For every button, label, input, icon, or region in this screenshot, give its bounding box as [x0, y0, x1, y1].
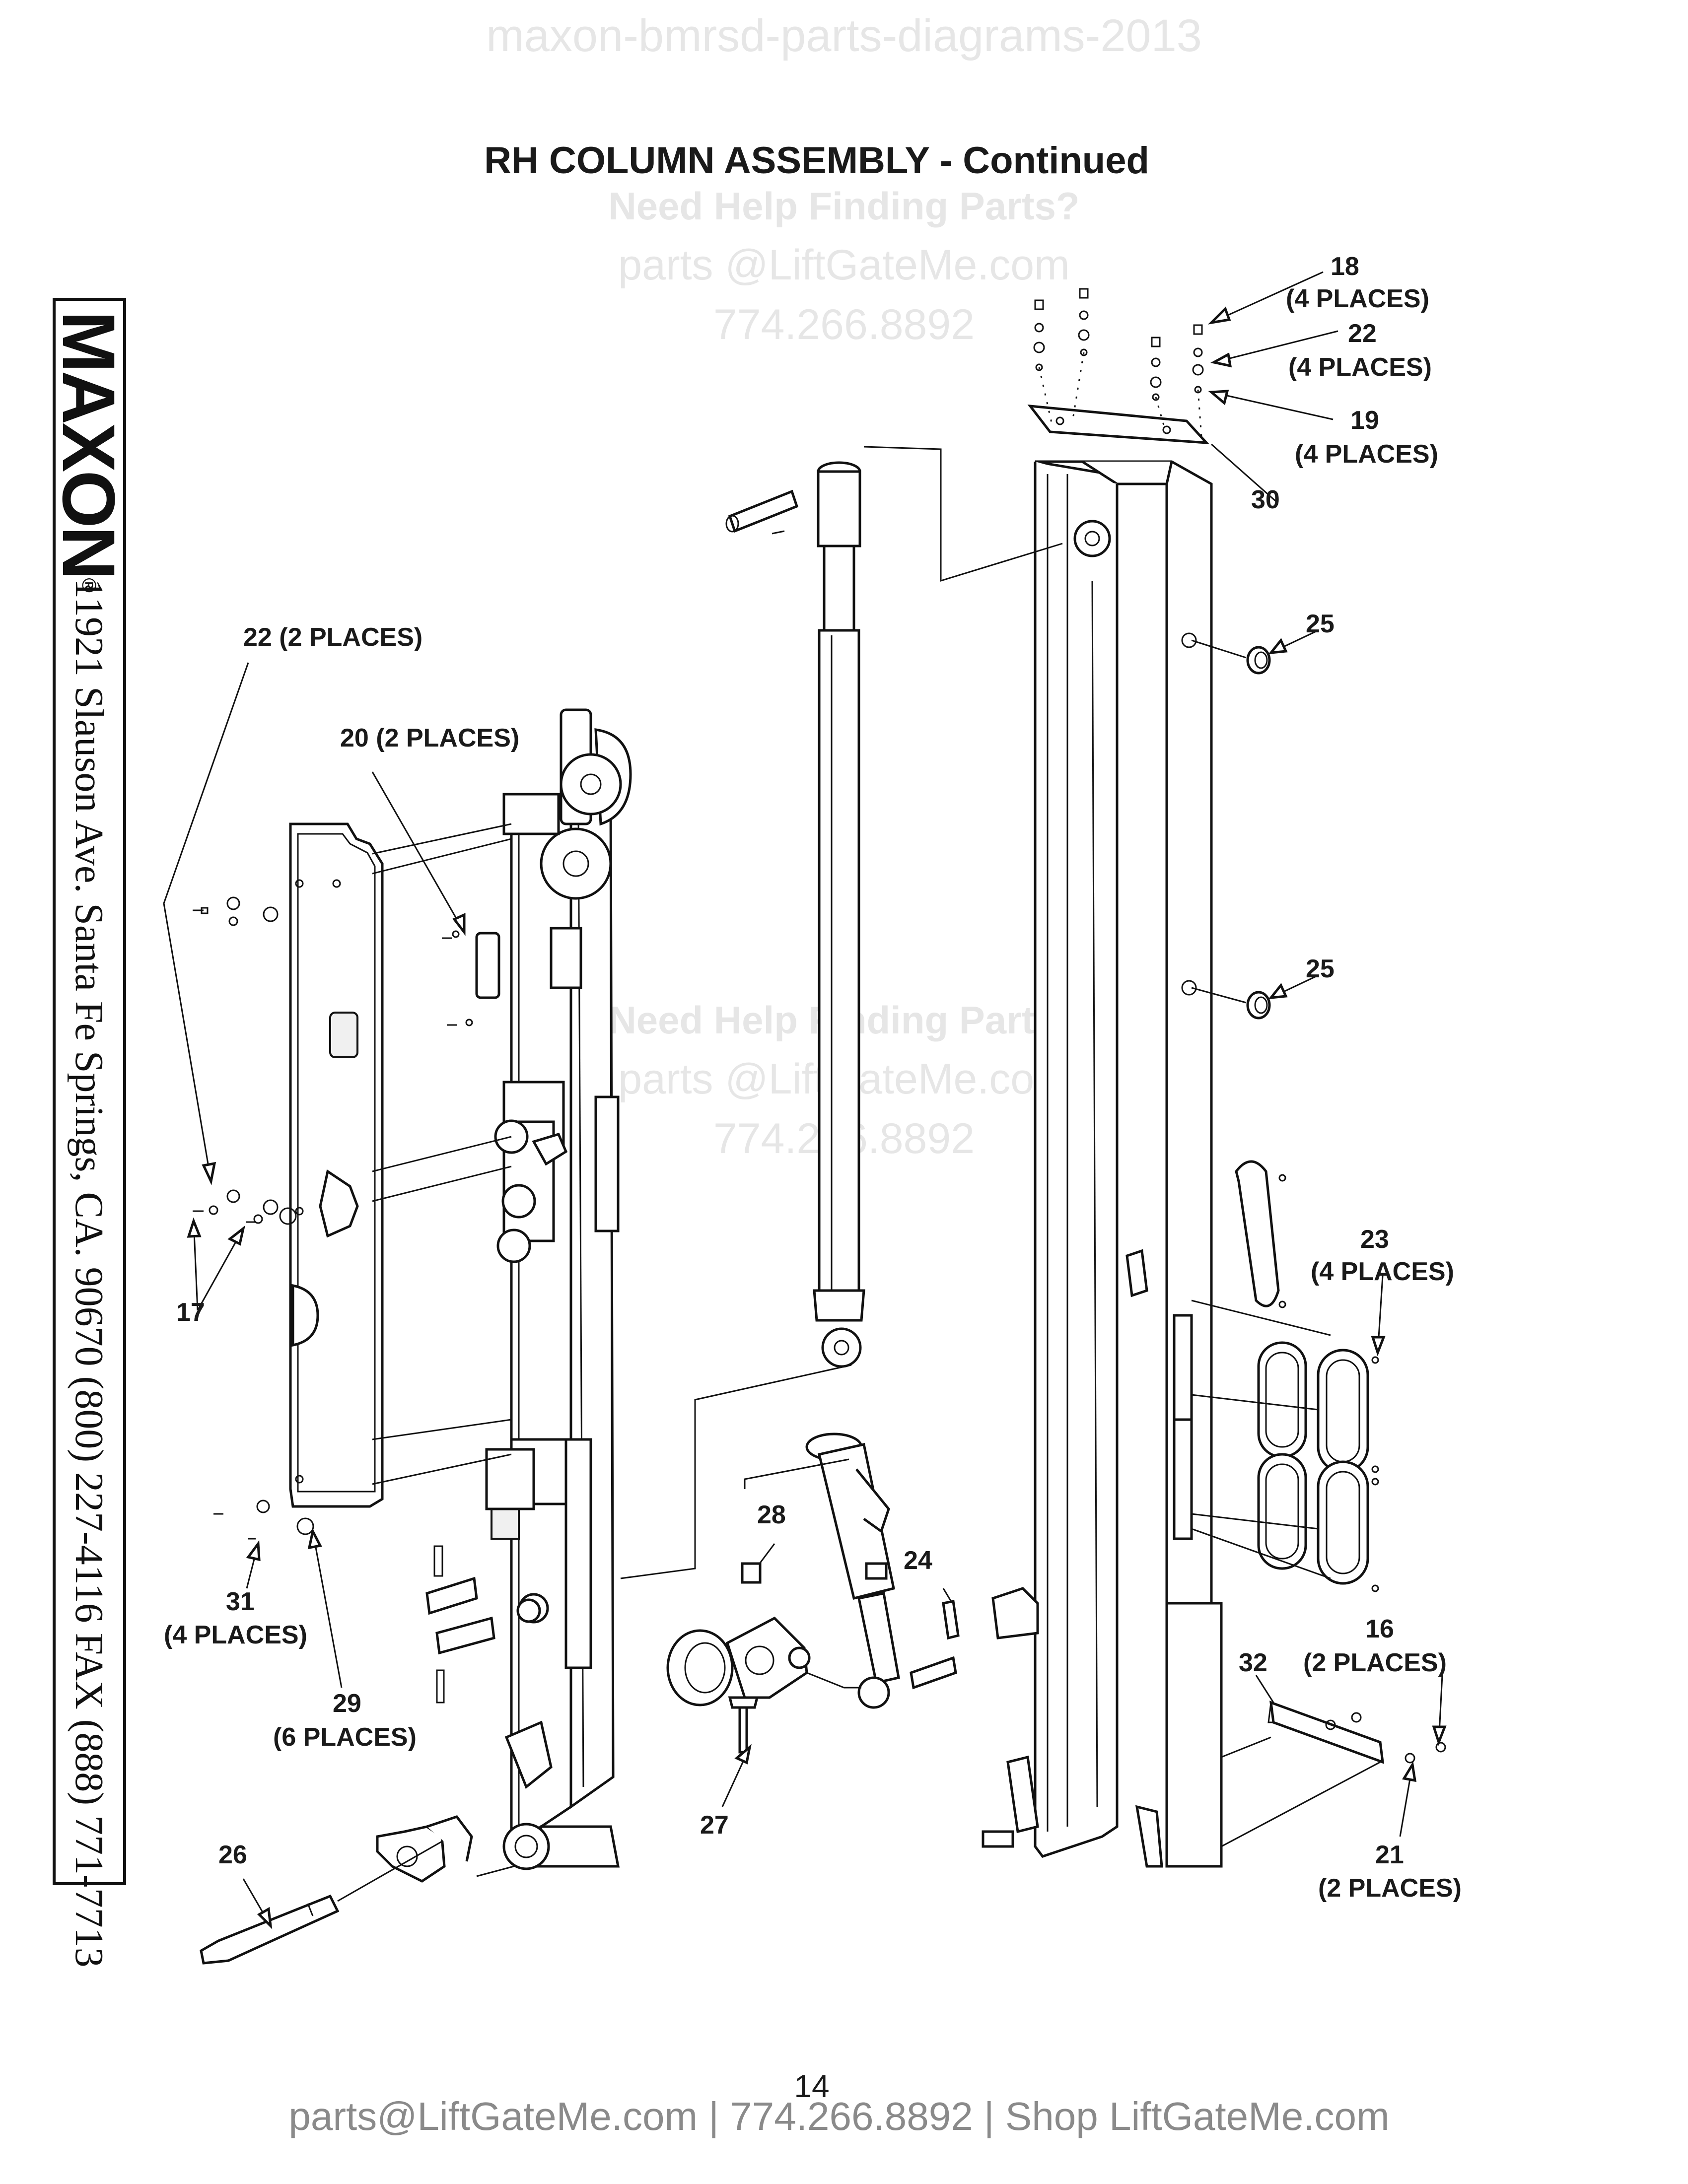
callout-25-upper: 25 — [1306, 610, 1335, 638]
callout-16-qty: (2 PLACES) — [1303, 1648, 1447, 1677]
callout-23: 23 — [1360, 1225, 1389, 1254]
marker-lamps — [1257, 1341, 1379, 1592]
page-title: RH COLUMN ASSEMBLY - Continued — [484, 139, 1149, 182]
callout-22-top: 22 — [1348, 319, 1377, 348]
callout-29: 29 — [333, 1689, 361, 1718]
callout-22-top-qty: (4 PLACES) — [1288, 353, 1432, 382]
callout-25-lower: 25 — [1306, 955, 1335, 983]
callout-17: 17 — [176, 1298, 205, 1327]
side-cover-plate — [289, 822, 384, 1508]
plug-grommets — [1246, 646, 1271, 1020]
mounting-bracket — [376, 1815, 473, 1883]
watermark-phone: 774.266.8892 — [713, 301, 975, 348]
main-column — [982, 460, 1223, 1868]
watermark-source: maxon-bmrsd-parts-diagrams-2013 — [486, 10, 1202, 61]
callout-18-qty: (4 PLACES) — [1286, 284, 1429, 313]
page-number: 14 — [794, 2068, 830, 2104]
callout-20: 20 (2 PLACES) — [340, 724, 520, 752]
callout-21: 21 — [1375, 1841, 1404, 1869]
small-hydraulic-cylinder — [805, 1433, 900, 1709]
main-hydraulic-cylinder — [725, 461, 865, 1368]
callout-28: 28 — [757, 1501, 786, 1529]
angle-bracket — [1267, 1701, 1446, 1764]
callout-16: 16 — [1365, 1615, 1394, 1643]
footer-contact: parts@LiftGateMe.com | 774.266.8892 | Sh… — [288, 2094, 1390, 2138]
callout-29-qty: (6 PLACES) — [273, 1723, 417, 1752]
carriage-pins — [425, 1545, 541, 1704]
callout-19-qty: (4 PLACES) — [1295, 440, 1438, 469]
watermark-email: parts @LiftGateMe.com — [618, 241, 1070, 289]
manufacturer-sidebar: MAXON® 11921 Slauson Ave. Santa Fe Sprin… — [47, 298, 131, 1968]
top-cap-plate — [1027, 288, 1210, 444]
callout-32: 32 — [1239, 1648, 1267, 1677]
callout-21-qty: (2 PLACES) — [1318, 1874, 1462, 1903]
left-plate-fasteners — [193, 896, 500, 1540]
callout-24: 24 — [904, 1546, 932, 1575]
callout-27: 27 — [700, 1811, 729, 1840]
alignment-lines — [337, 352, 1381, 1902]
callout-30: 30 — [1251, 485, 1280, 514]
callout-31-qty: (4 PLACES) — [164, 1621, 307, 1649]
callout-18: 18 — [1331, 252, 1359, 281]
callout-leaders — [163, 271, 1447, 1929]
callout-23-qty: (4 PLACES) — [1311, 1257, 1454, 1286]
callout-26: 26 — [218, 1841, 247, 1869]
bearing-and-cam — [666, 1562, 960, 1754]
callout-31: 31 — [226, 1587, 255, 1616]
top-bolts — [1033, 288, 1204, 401]
callout-19: 19 — [1350, 406, 1379, 435]
carriage-assembly — [485, 708, 632, 1870]
logo-badge — [1235, 1160, 1286, 1308]
watermark-help: Need Help Finding Parts? — [608, 184, 1080, 228]
tapered-pin — [200, 1894, 340, 1965]
callout-22-left: 22 (2 PLACES) — [243, 623, 423, 652]
